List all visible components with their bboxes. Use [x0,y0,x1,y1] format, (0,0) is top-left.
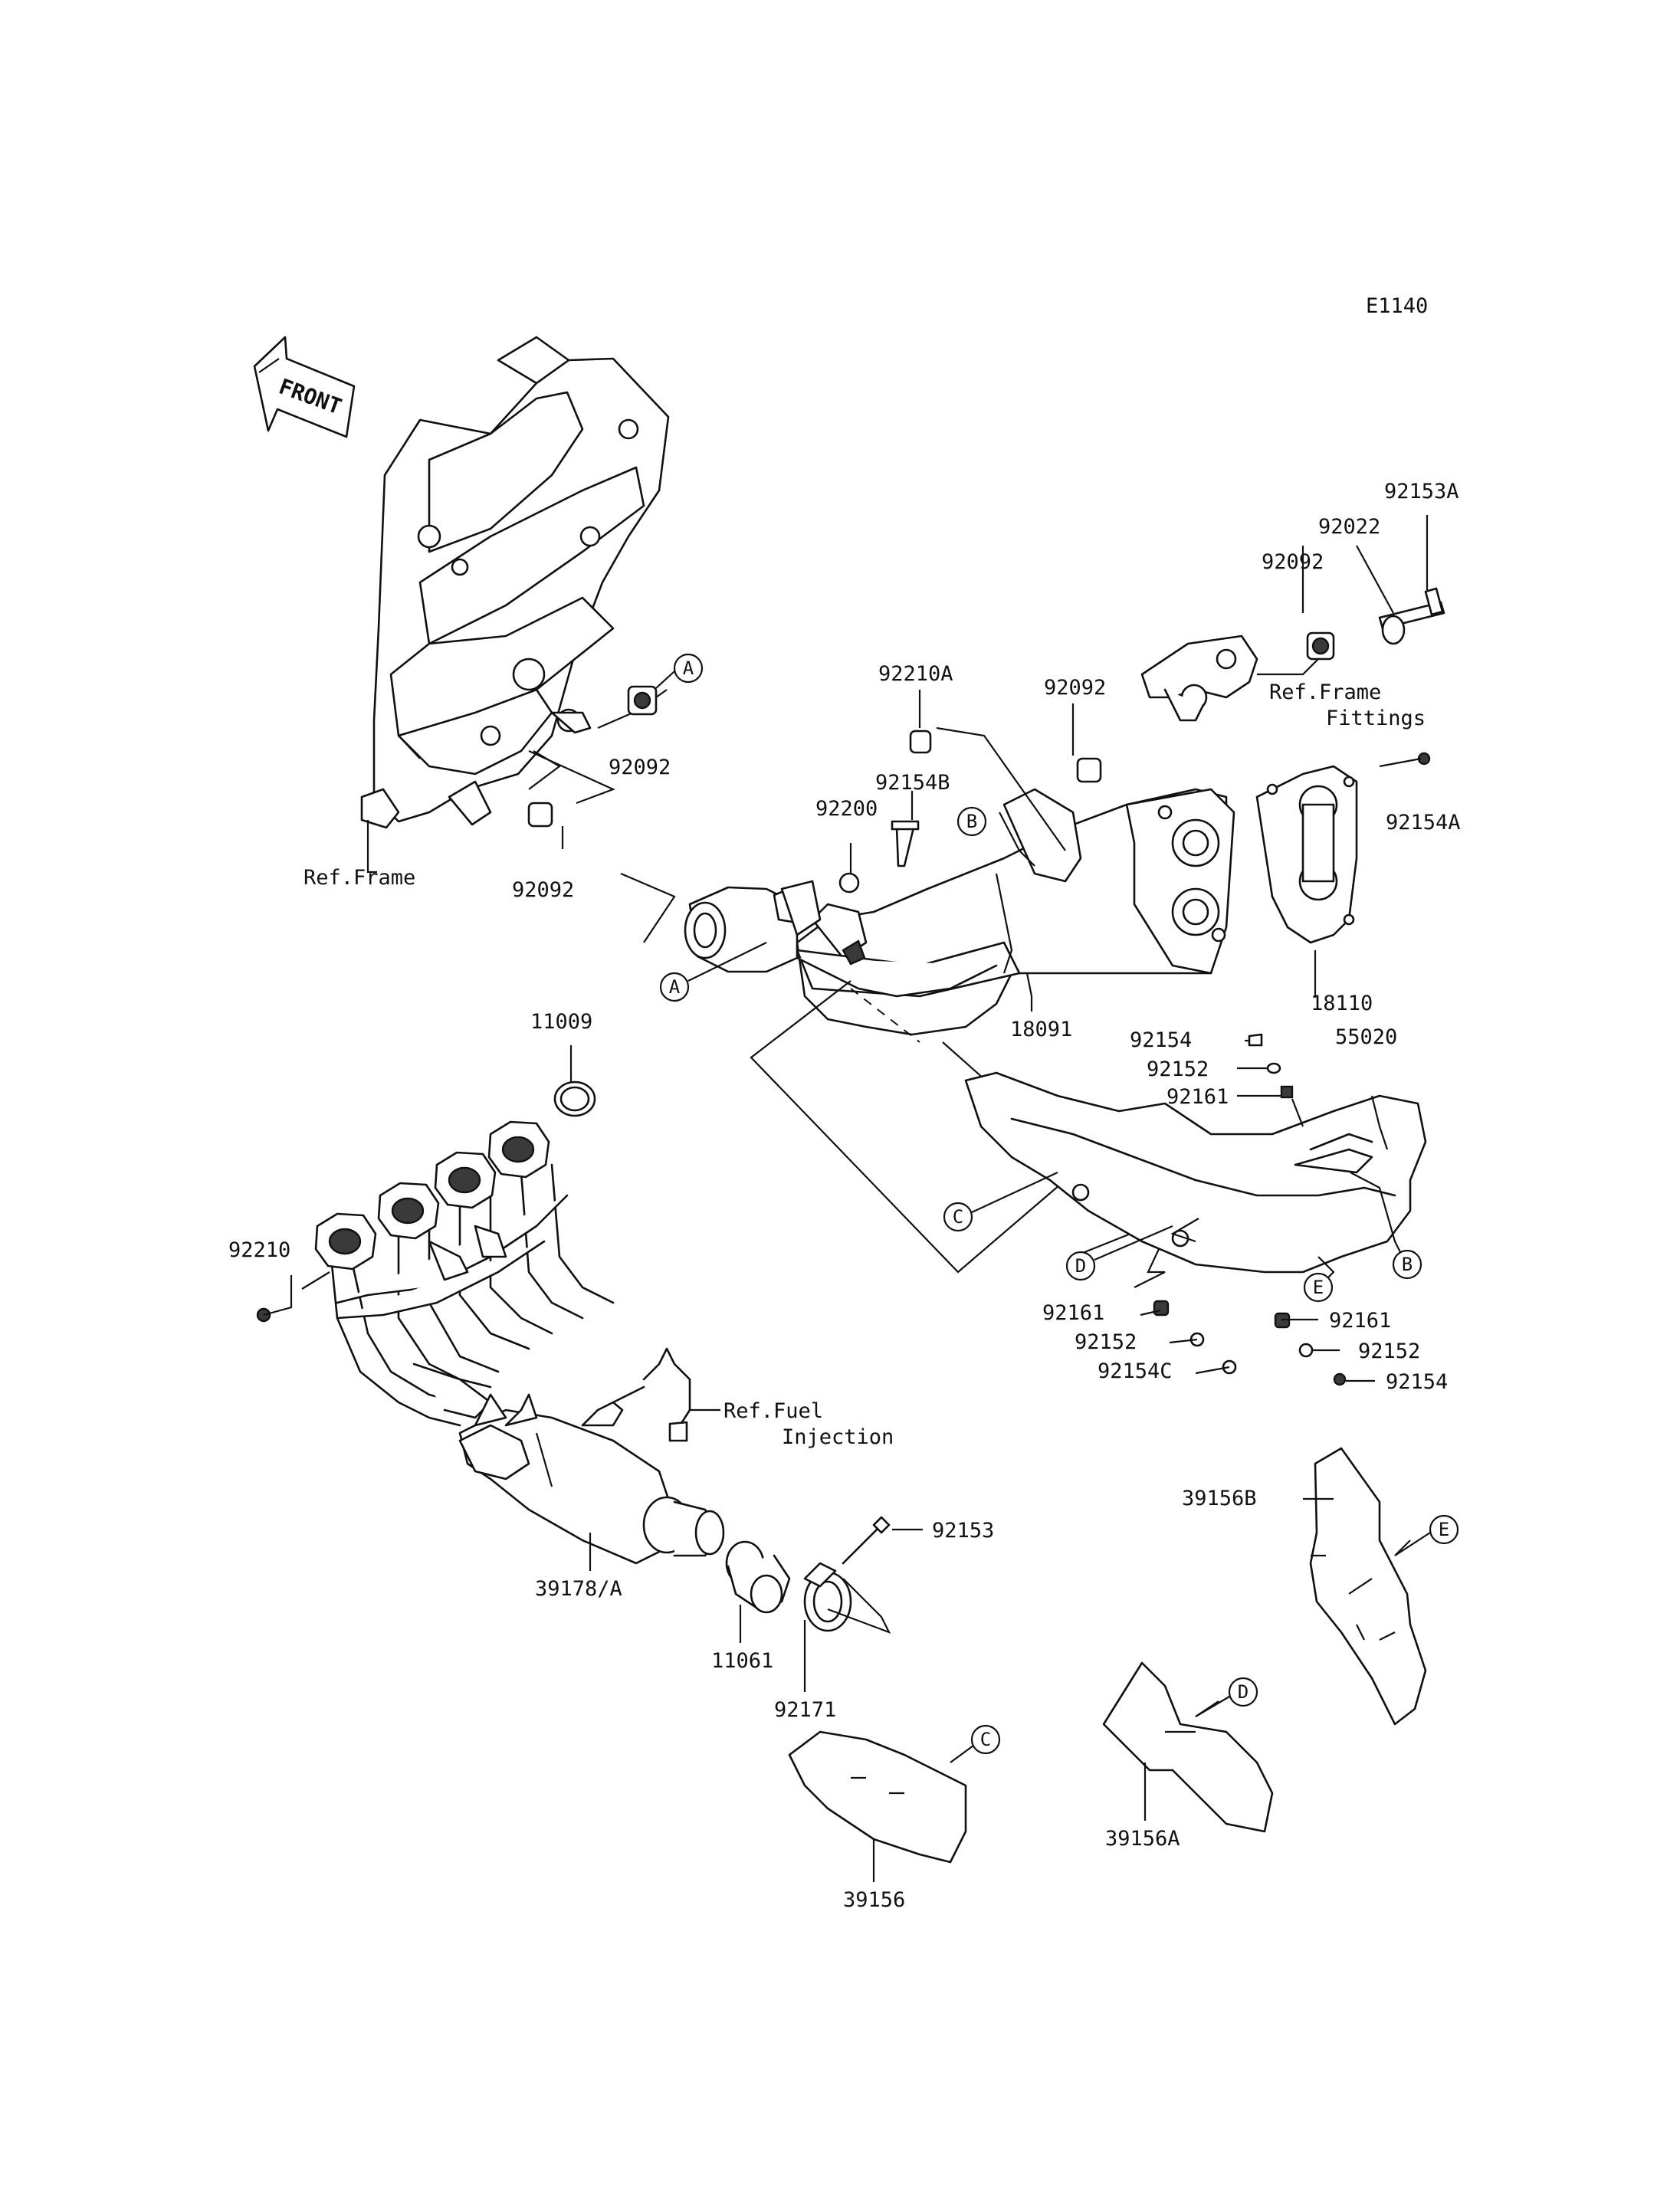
front-arrow-icon: FRONT [253,336,356,438]
ref-frame-fittings-label-2: Fittings [1326,707,1426,730]
part-label-92092-mid: 92092 [1044,676,1106,700]
part-label-11009: 11009 [530,1010,592,1034]
part-label-92210: 92210 [228,1238,290,1262]
part-label-92153A: 92153A [1384,480,1459,503]
svg-text:C: C [953,1206,963,1228]
muffler-assembly [796,788,1235,1036]
part-label-92154B: 92154B [875,771,950,795]
frame-illustration [360,336,670,874]
part-label-39156A: 39156A [1105,1827,1180,1851]
part-label-11061: 11061 [711,1649,773,1673]
muffler-cover-18110 [1255,765,1358,944]
svg-text:C: C [980,1729,991,1750]
svg-text:A: A [669,976,681,998]
connector-11061 [725,1540,791,1614]
part-label-92154C: 92154C [1098,1359,1173,1383]
marker-E-insulator: E [1429,1514,1459,1545]
part-label-92161-top: 92161 [1166,1085,1229,1109]
part-label-92092-low: 92092 [512,878,574,902]
heat-guard-55020 [964,1071,1427,1274]
part-label-92092-top: 92092 [1262,550,1324,574]
marker-B-muffler: B [956,806,987,837]
part-label-92154A: 92154A [1386,811,1461,835]
marker-D-insulator: D [1228,1677,1258,1707]
part-label-92171: 92171 [774,1698,836,1722]
marker-D-guard: D [1065,1251,1096,1281]
marker-C-insulator: C [970,1724,1001,1755]
marker-A-frame: A [673,653,704,684]
insulator-39156 [788,1730,967,1864]
part-label-92210A: 92210A [878,662,953,686]
part-label-92161-left: 92161 [1042,1301,1104,1325]
part-label-92152-top: 92152 [1147,1058,1209,1081]
part-label-92152-left: 92152 [1075,1330,1137,1354]
insulator-39156B [1309,1447,1427,1726]
muffler-inlet-pipe [684,880,822,973]
part-label-18110: 18110 [1311,992,1373,1015]
marker-C-guard: C [943,1202,973,1232]
part-label-92152-right: 92152 [1358,1340,1420,1363]
clamp-92171 [803,1562,852,1632]
svg-text:A: A [683,657,694,679]
part-label-92154-top: 92154 [1130,1028,1192,1052]
hardware-parts [256,587,1445,1386]
svg-text:E: E [1439,1519,1449,1540]
part-label-39178A: 39178/A [535,1577,622,1601]
ref-fuel-injection-label-1: Ref.Fuel [724,1399,823,1423]
part-label-92092-frame: 92092 [609,756,671,779]
marker-B-guard: B [1392,1249,1422,1280]
svg-text:D: D [1238,1681,1249,1703]
part-label-92153: 92153 [932,1519,994,1543]
oxygen-sensor [581,1347,691,1442]
part-label-55020: 55020 [1335,1025,1397,1049]
part-label-39156: 39156 [843,1888,905,1912]
part-label-92161-right: 92161 [1329,1309,1391,1333]
svg-text:D: D [1075,1255,1086,1277]
marker-A-pipe: A [659,972,690,1002]
svg-text:B: B [966,811,977,832]
svg-text:E: E [1313,1277,1324,1298]
ref-frame-label: Ref.Frame [304,866,415,890]
catalyst-39178A [458,1393,725,1565]
part-label-18091: 18091 [1010,1018,1072,1041]
exhaust-headers [328,1163,615,1427]
part-label-92154-right: 92154 [1386,1370,1448,1394]
ref-fuel-injection-label-2: Injection [782,1425,894,1449]
bolt-92153 [842,1516,891,1565]
part-label-92022: 92022 [1318,515,1380,539]
svg-text:B: B [1402,1254,1413,1275]
part-label-39156B: 39156B [1182,1487,1257,1510]
ref-frame-fittings-label-1: Ref.Frame [1269,680,1381,704]
frame-fittings-bracket [1140,635,1258,722]
header-flanges [314,1120,550,1271]
marker-E-guard: E [1303,1272,1334,1303]
part-label-92200: 92200 [815,797,878,821]
diagram-code: E1140 [1366,294,1428,318]
insulator-39156A [1102,1661,1274,1833]
